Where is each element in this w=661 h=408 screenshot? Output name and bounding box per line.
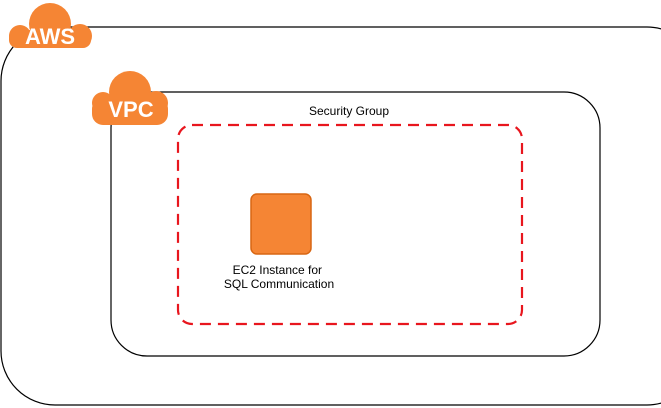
- aws-cloud-icon: AWS: [9, 3, 92, 49]
- ec2-instance-label-line2: SQL Communication: [224, 277, 334, 291]
- aws-cloud-container: [0, 26, 661, 406]
- ec2-instance-icon: [250, 193, 312, 255]
- ec2-instance-label-line1: EC2 Instance for: [233, 263, 322, 277]
- security-group-box: [176, 123, 524, 326]
- security-group-label: Security Group: [309, 104, 389, 118]
- vpc-label: VPC: [108, 97, 153, 122]
- vpc-container: [110, 91, 601, 357]
- aws-label: AWS: [25, 24, 75, 49]
- vpc-cloud-icon: VPC: [92, 71, 168, 125]
- ec2-instance-label: EC2 Instance for SQL Communication: [224, 263, 334, 291]
